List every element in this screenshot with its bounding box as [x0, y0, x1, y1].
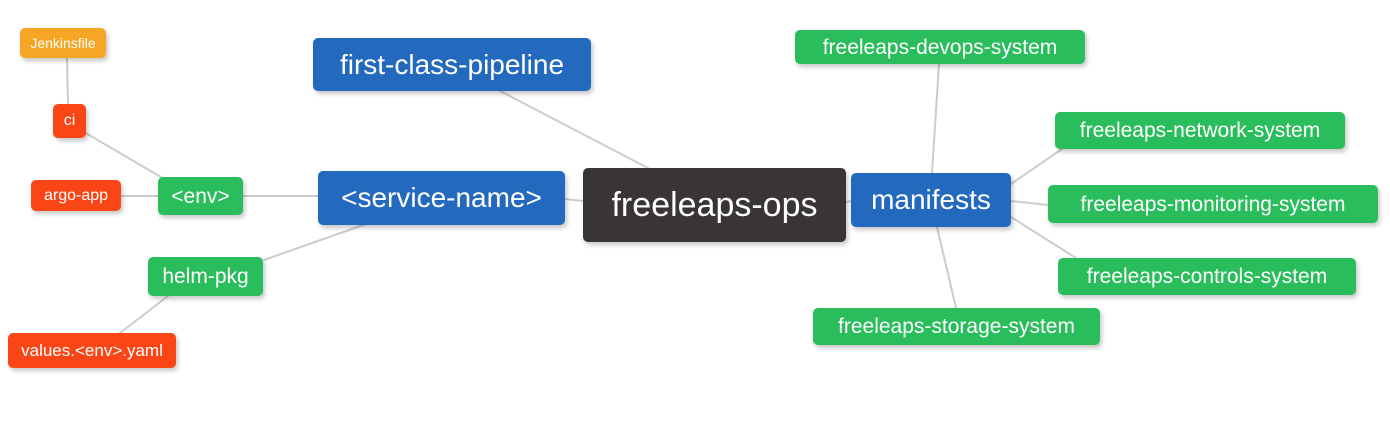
node-freeleaps-devops-system[interactable]: freeleaps-devops-system	[795, 30, 1085, 64]
edge-manifests-to-freeleaps-network-system	[1010, 148, 1063, 185]
node-freeleaps-storage-system[interactable]: freeleaps-storage-system	[813, 308, 1100, 345]
edge-manifests-to-freeleaps-monitoring-system	[1010, 200, 1049, 206]
node-freeleaps-monitoring-system[interactable]: freeleaps-monitoring-system	[1048, 185, 1378, 223]
edge-values-env-yaml-to-helm-pkg	[119, 295, 169, 334]
edge-manifests-to-freeleaps-devops-system	[931, 63, 940, 174]
node-env[interactable]: <env>	[158, 177, 243, 215]
node-service-name[interactable]: <service-name>	[318, 171, 565, 225]
node-freeleaps-ops[interactable]: freeleaps-ops	[583, 168, 846, 242]
edge-first-class-pipeline-to-freeleaps-ops	[499, 90, 649, 169]
node-helm-pkg[interactable]: helm-pkg	[148, 257, 263, 296]
edge-manifests-to-freeleaps-controls-system	[1010, 216, 1077, 259]
edge-jenkinsfile-to-ci	[66, 57, 69, 105]
node-first-class-pipeline[interactable]: first-class-pipeline	[313, 38, 591, 91]
node-jenkinsfile[interactable]: Jenkinsfile	[20, 28, 106, 58]
edge-freeleaps-ops-to-manifests	[845, 200, 852, 203]
edge-manifests-to-freeleaps-storage-system	[936, 226, 957, 309]
edge-ci-to-env	[83, 131, 167, 181]
node-manifests[interactable]: manifests	[851, 173, 1011, 227]
node-ci[interactable]: ci	[53, 104, 86, 138]
node-freeleaps-network-system[interactable]: freeleaps-network-system	[1055, 112, 1345, 149]
node-argo-app[interactable]: argo-app	[31, 180, 121, 211]
node-values-env-yaml[interactable]: values.<env>.yaml	[8, 333, 176, 368]
edge-helm-pkg-to-service-name	[263, 223, 367, 261]
node-freeleaps-controls-system[interactable]: freeleaps-controls-system	[1058, 258, 1356, 295]
edge-service-name-to-freeleaps-ops	[564, 198, 584, 202]
